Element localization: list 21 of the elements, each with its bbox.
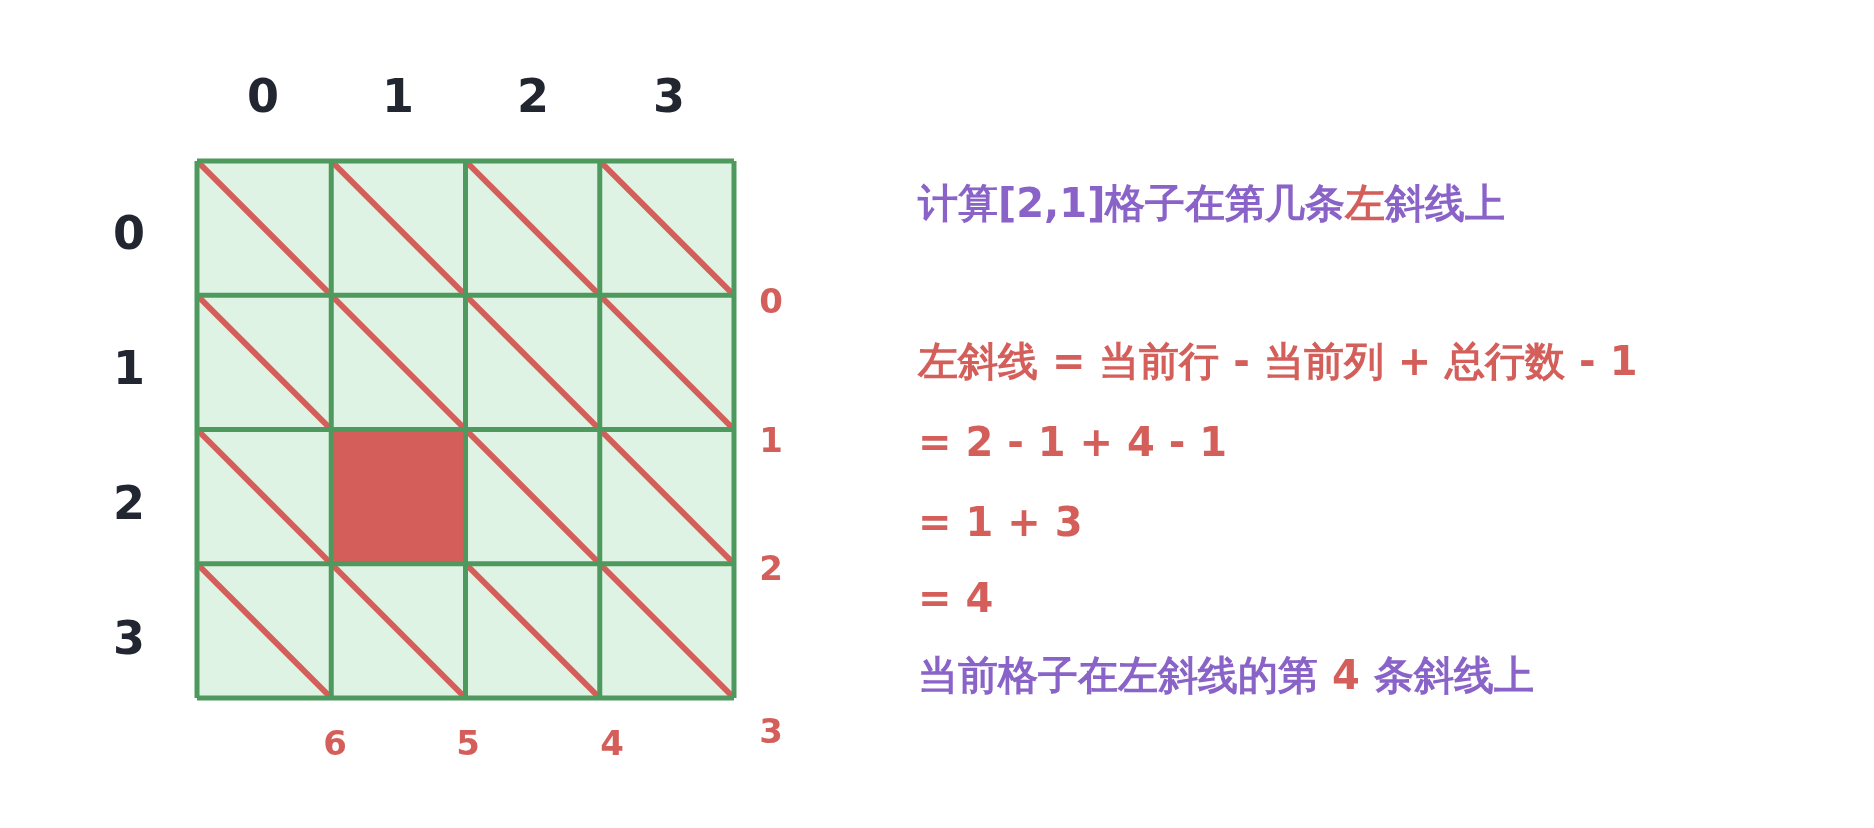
diagonal-number: 2 — [759, 551, 783, 585]
diagonal-number: 3 — [759, 714, 783, 748]
diagonal-number: 0 — [759, 284, 783, 318]
heading-text: 计算[2,1]格子在第几条左斜线上 — [918, 183, 1506, 223]
column-number: 3 — [653, 73, 685, 119]
formula-text: 左斜线 = 当前行 - 当前列 + 总行数 - 1 — [918, 341, 1638, 381]
conclusion-text: 当前格子在左斜线的第 4 条斜线上 — [918, 655, 1534, 695]
diagonal-number: 1 — [759, 423, 783, 457]
diagonal-number: 6 — [323, 726, 347, 760]
diagonal-number: 5 — [456, 726, 480, 760]
column-number: 1 — [382, 73, 414, 119]
column-number: 2 — [517, 73, 549, 119]
formula-text: = 4 — [918, 578, 994, 618]
row-number: 2 — [113, 480, 145, 526]
row-number: 3 — [113, 615, 145, 661]
formula-text: = 1 + 3 — [918, 502, 1083, 542]
row-number: 1 — [113, 345, 145, 391]
column-number: 0 — [247, 73, 279, 119]
formula-text: = 2 - 1 + 4 - 1 — [918, 422, 1228, 462]
diagonal-number: 4 — [600, 726, 624, 760]
row-number: 0 — [113, 210, 145, 256]
